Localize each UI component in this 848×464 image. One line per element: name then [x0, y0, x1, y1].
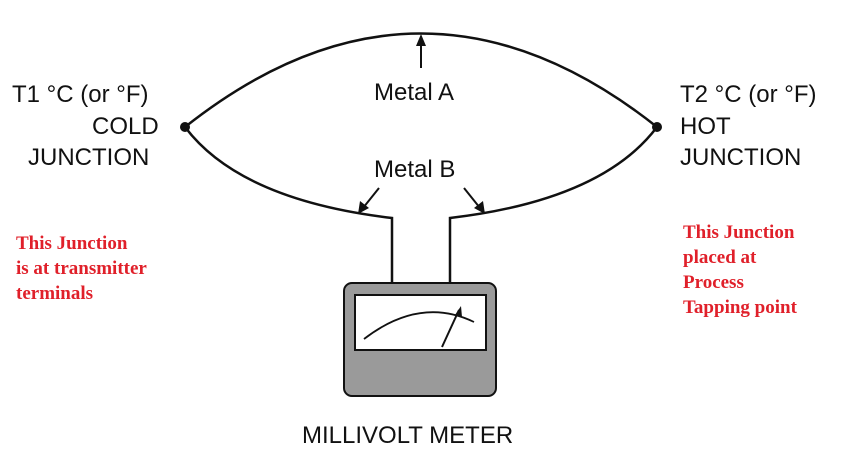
metal-b-wire-right: [448, 126, 658, 285]
meter-needle: [441, 309, 460, 348]
millivolt-meter-caption: MILLIVOLT METER: [302, 422, 514, 449]
metal-b-arrowhead-left: [358, 201, 369, 214]
hot-junction-temp-label: T2 °C (or °F): [680, 81, 817, 108]
cold-junction-temp-label: T1 °C (or °F): [12, 81, 149, 108]
meter-scale-arc: [363, 311, 475, 340]
metal-b-wire-left: [184, 126, 394, 285]
hot-junction-name-line1: HOT: [680, 113, 731, 140]
cold-junction-note-line2: is at transmitter: [16, 258, 147, 279]
metal-b-arrowhead-right: [474, 201, 485, 214]
cold-junction-dot: [180, 122, 190, 132]
meter-needle-tip: [455, 306, 462, 317]
hot-junction-dot: [652, 122, 662, 132]
cold-junction-note-line1: This Junction: [16, 233, 128, 254]
metal-b-arrow-left: [362, 187, 380, 209]
cold-junction-name-line1: COLD: [92, 113, 159, 140]
hot-junction-note-line4: Tapping point: [683, 297, 797, 318]
hot-junction-note-line2: placed at: [683, 247, 757, 268]
metal-a-wire: [184, 32, 658, 128]
hot-junction-note-line3: Process: [683, 272, 744, 293]
metal-a-label: Metal A: [374, 79, 455, 106]
hot-junction-name-line2: JUNCTION: [680, 144, 802, 171]
metal-a-arrowhead: [416, 34, 426, 46]
meter-face: [354, 294, 487, 351]
cold-junction-name-line2: JUNCTION: [28, 144, 150, 171]
cold-junction-note-line3: terminals: [16, 283, 94, 304]
metal-b-label: Metal B: [374, 156, 456, 183]
hot-junction-note-line1: This Junction: [683, 222, 795, 243]
metal-b-arrow-right: [463, 187, 481, 209]
